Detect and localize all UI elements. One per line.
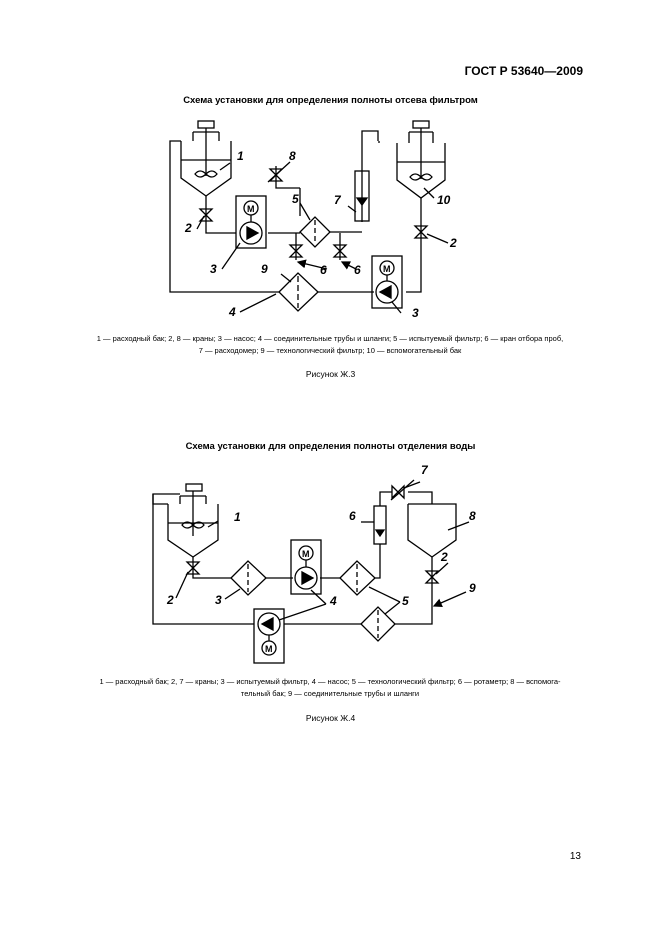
figure-3-title: Схема установки для определения полноты … [183,95,478,106]
figure-4-legend-line-1: 1 — расходный бак; 2, 7 — краны; 3 — исп… [99,677,561,686]
process-filter [339,560,376,596]
pump-lower [253,608,285,664]
label-8: 8 [469,509,476,523]
pump-left [235,195,267,249]
label-5: 5 [402,594,409,608]
tested-filter [299,216,331,248]
label-6-right: 6 [354,263,361,277]
figure-4-legend-line-2: тельный бак; 9 — соединительные трубы и … [240,689,420,698]
label-7: 7 [334,193,342,207]
pump-upper [290,539,322,595]
auxiliary-tank [396,120,446,199]
motor-icon-lower: М [265,644,273,654]
label-3-right: 3 [412,306,419,320]
label-10: 10 [437,193,451,207]
sample-valve-right [332,244,348,258]
flowmeter [354,170,370,222]
document-code: ГОСТ Р 53640—2009 [464,64,583,78]
label-4: 4 [329,594,337,608]
label-2-right: 2 [440,550,448,564]
valve-2-right [424,570,440,584]
figure-3-legend-line-2: 7 — расходомер; 9 — технологический филь… [198,346,462,355]
process-filter [278,272,319,312]
pump-right [371,255,403,309]
valve-2-left [198,208,214,222]
valve-2-right [413,225,429,239]
supply-tank [167,483,219,558]
figure-3-labels: 1 2 2 3 3 4 5 6 6 7 8 9 10 М М [184,149,457,320]
figure-4-legend: 1 — расходный бак; 2, 7 — краны; 3 — исп… [40,676,620,700]
label-9: 9 [261,262,268,276]
label-4: 4 [228,305,236,319]
figure-4-diagram [152,479,470,664]
figure-4-title: Схема установки для определения полноты … [185,441,476,452]
rotameter [373,505,387,545]
figure-4-labels: 1 2 2 3 4 5 6 7 8 9 М М [166,463,476,654]
supply-tank [180,120,232,197]
label-3: 3 [215,593,222,607]
figure-4-caption: Рисунок Ж.4 [305,713,356,723]
label-6-left: 6 [320,263,327,277]
label-2-left: 2 [166,593,174,607]
label-3-left: 3 [210,262,217,276]
label-1: 1 [234,510,241,524]
tested-filter [230,560,267,596]
label-9: 9 [469,581,476,595]
motor-icon-right: М [383,264,391,274]
figure-3-caption: Рисунок Ж.3 [305,369,356,379]
label-8: 8 [289,149,296,163]
figure-3-legend: 1 — расходный бак; 2, 8 — краны; 3 — нас… [40,333,620,357]
label-5: 5 [292,192,299,206]
label-6: 6 [349,509,356,523]
valve-8 [267,161,291,183]
valve-7 [390,479,415,501]
process-filter-lower [360,606,396,642]
label-1: 1 [237,149,244,163]
label-2-right: 2 [449,236,457,250]
motor-icon-upper: М [302,549,310,559]
auxiliary-tank [407,503,457,558]
figure-3-legend-line-1: 1 — расходный бак; 2, 8 — краны; 3 — нас… [96,334,564,343]
sample-valve-left [288,244,304,258]
label-2-left: 2 [184,221,192,235]
figure-3-diagram [169,120,449,314]
label-7: 7 [421,463,429,477]
page-number: 13 [569,851,581,862]
motor-icon-left: М [247,204,255,214]
